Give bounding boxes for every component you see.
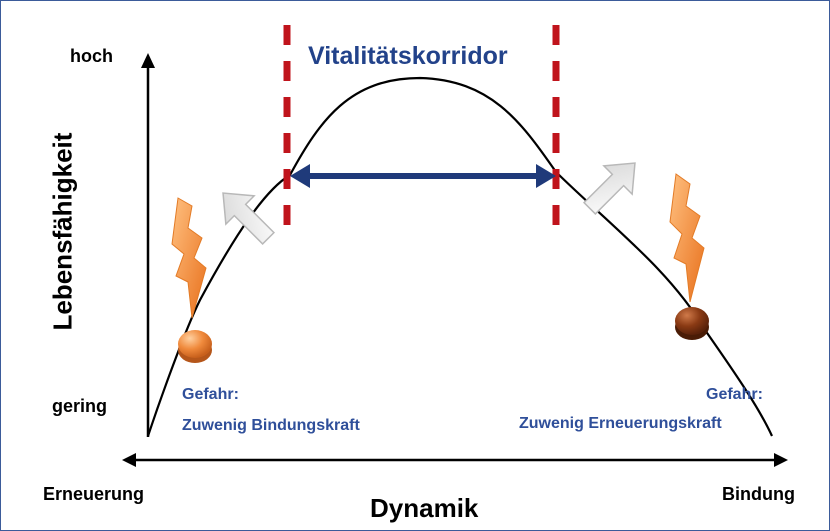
right-danger-heading: Gefahr: (706, 386, 763, 403)
x-axis-label: Dynamik (370, 493, 479, 523)
y-axis-label: Lebensfähigkeit (47, 132, 78, 331)
x-axis-right-label: Bindung (722, 484, 795, 504)
falling-arrow-icon (222, 192, 276, 246)
ball-icon (178, 330, 212, 363)
left-danger-heading: Gefahr: (182, 386, 239, 403)
ball-icon (675, 307, 709, 340)
x-axis (122, 453, 788, 467)
x-axis-left-label: Erneuerung (43, 484, 145, 504)
y-axis-low-label: gering (52, 396, 108, 416)
lightning-bolt-icon (669, 173, 705, 303)
lightning-bolt-icon (171, 197, 207, 319)
corridor-double-arrow (290, 164, 556, 188)
falling-arrow-icon (582, 162, 636, 216)
left-danger-text: Zuwenig Bindungskraft (182, 417, 360, 434)
right-danger-text: Zuwenig Erneuerungskraft (519, 415, 722, 432)
diagram-title: Vitalitätskorridor (308, 42, 508, 70)
y-axis (141, 53, 155, 437)
y-axis-high-label: hoch (70, 46, 113, 66)
